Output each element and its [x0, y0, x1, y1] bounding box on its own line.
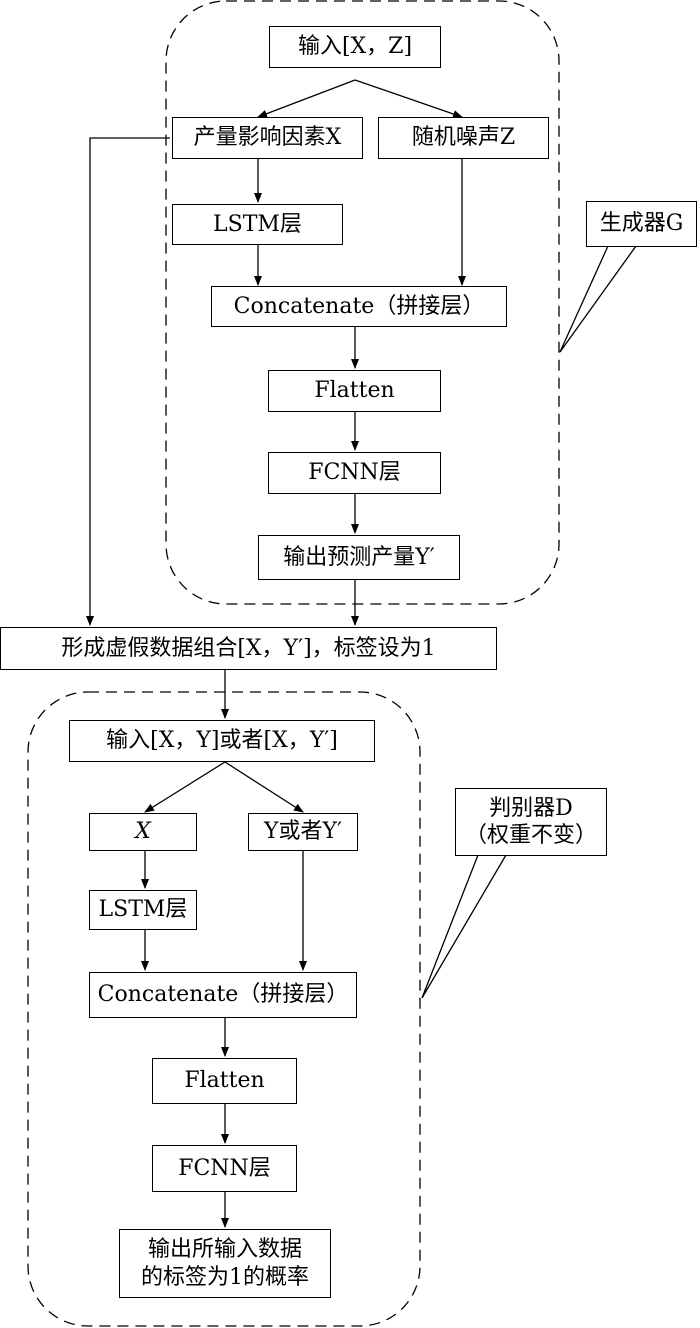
generator-concat-node: Concatenate（拼接层） — [211, 286, 507, 327]
discriminator-output-line2: 的标签为1的概率 — [141, 1264, 309, 1290]
discriminator-output-node: 输出所输入数据 的标签为1的概率 — [119, 1229, 331, 1298]
arrow-disc-input-to-y — [224, 761, 304, 813]
discriminator-group-outline — [27, 691, 421, 1327]
discriminator-fcnn-node: FCNN层 — [152, 1145, 297, 1192]
arrow-input-to-noise — [354, 79, 463, 118]
generator-flatten-node: Flatten — [268, 370, 441, 412]
generator-callout-pointer — [559, 245, 637, 353]
discriminator-callout-pointer — [421, 854, 507, 999]
discriminator-output-line1: 输出所输入数据 — [147, 1237, 302, 1262]
discriminator-lstm-node: LSTM层 — [89, 890, 197, 930]
generator-input-node: 输入[X，Z] — [269, 26, 441, 68]
generator-factor-x-node: 产量影响因素X — [172, 117, 363, 159]
generator-group-outline — [165, 0, 560, 605]
generator-noise-z-node: 随机噪声Z — [378, 117, 549, 159]
generator-fcnn-node: FCNN层 — [268, 452, 441, 494]
generator-callout-label: 生成器G — [586, 201, 697, 247]
generator-output-node: 输出预测产量Y′ — [258, 535, 460, 580]
discriminator-callout-line2: （权重不变） — [464, 823, 597, 848]
discriminator-concat-node: Concatenate（拼接层） — [89, 972, 357, 1018]
generator-lstm-node: LSTM层 — [172, 204, 343, 245]
discriminator-y-node: Y或者Y′ — [248, 813, 358, 851]
arrow-factor-to-combine — [86, 137, 170, 626]
discriminator-callout-line1: 判别器D — [489, 795, 573, 821]
discriminator-input-node: 输入[X，Y]或者[X，Y′] — [69, 720, 375, 762]
combine-fake-data-node: 形成虚假数据组合[X，Y′]，标签设为1 — [0, 627, 497, 670]
arrow-input-to-factor — [257, 79, 356, 118]
discriminator-x-node: X — [89, 813, 197, 851]
arrow-disc-input-to-x — [144, 761, 226, 813]
discriminator-flatten-node: Flatten — [152, 1058, 297, 1104]
discriminator-callout-label: 判别器D （权重不变） — [455, 788, 607, 856]
